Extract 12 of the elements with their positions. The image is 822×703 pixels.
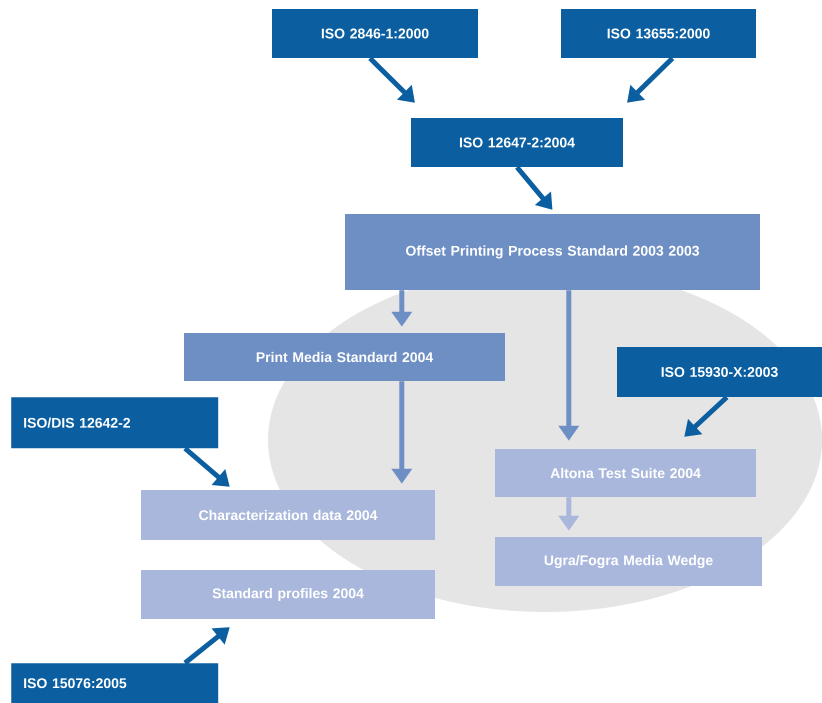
standard-box: Altona Test Suite 2004 — [495, 449, 756, 497]
standard-box: Characterization data 2004 — [141, 490, 435, 540]
standard-box: ISO 12647-2:2004 — [411, 118, 623, 167]
standard-box: ISO 13655:2000 — [561, 9, 756, 58]
standard-box: Print Media Standard 2004 — [184, 333, 505, 381]
standard-box: Ugra/Fogra Media Wedge — [495, 537, 762, 586]
standard-box: ISO 15930-X:2003 — [617, 347, 822, 397]
standard-box: Offset Printing Process Standard 2003 2003 — [345, 214, 760, 290]
standard-box: ISO 2846-1:2000 — [272, 9, 478, 58]
standard-box: ISO/DIS 12642-2 — [11, 397, 218, 448]
standard-box: ISO 15076:2005 — [11, 663, 218, 703]
standard-box: Standard profiles 2004 — [141, 570, 435, 619]
